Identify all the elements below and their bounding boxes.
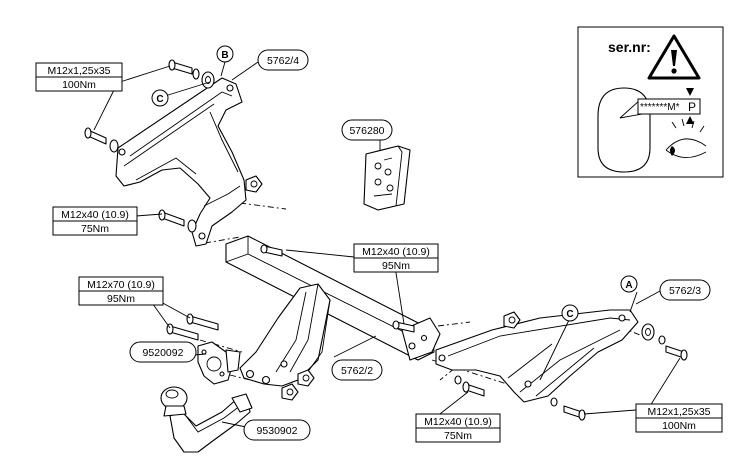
bolt-spec: M12x1,25x35 bbox=[647, 406, 710, 418]
eye-icon bbox=[665, 118, 707, 158]
bolt-torque: 75Nm bbox=[444, 430, 472, 442]
bolt-crossbar-right bbox=[392, 320, 415, 333]
bolt-spec: M12x40 (10.9) bbox=[362, 246, 430, 258]
nut-left-bracket bbox=[245, 175, 263, 193]
bolt-torque: 100Nm bbox=[62, 79, 96, 91]
bolt-label-top-left: M12x1,25x35 100Nm bbox=[35, 62, 123, 92]
bolt-label-bottom: M12x40 (10.9) 75Nm bbox=[415, 413, 501, 443]
bolt-label-mid-left: M12x40 (10.9) 75Nm bbox=[52, 206, 138, 236]
bolt-spec: M12x70 (10.9) bbox=[87, 279, 155, 291]
fasteners bbox=[84, 59, 688, 421]
bolt-label-right: M12x1,25x35 100Nm bbox=[635, 403, 723, 433]
svg-text:9520092: 9520092 bbox=[143, 347, 184, 359]
part-number-socket-plate: 9520092 bbox=[129, 341, 197, 363]
part-number-bracket-left: 5762/4 bbox=[257, 49, 309, 71]
arrow-up-icon bbox=[686, 116, 694, 124]
nuts-hitch bbox=[281, 369, 315, 401]
left-bracket bbox=[115, 77, 247, 247]
bolt-torque: 95Nm bbox=[382, 260, 410, 272]
serial-letter: P bbox=[688, 100, 696, 114]
svg-text:5762/4: 5762/4 bbox=[267, 55, 299, 67]
svg-text:5762/2: 5762/2 bbox=[341, 365, 373, 377]
bolt-right-top bbox=[641, 323, 688, 361]
part-number-crossbar: 5762/2 bbox=[331, 359, 383, 381]
svg-text:C: C bbox=[156, 94, 163, 105]
socket-plate bbox=[197, 341, 241, 385]
part-number-kit-bag: 576280 bbox=[341, 119, 393, 141]
bolt-label-center: M12x40 (10.9) 95Nm bbox=[353, 243, 439, 273]
serial-code-text: *******M* bbox=[640, 102, 680, 113]
svg-text:A: A bbox=[625, 280, 632, 291]
bolt-bottom bbox=[454, 375, 485, 397]
part-number-tow-ball: 9530902 bbox=[243, 419, 311, 441]
bolt-mid-left bbox=[158, 209, 197, 233]
bolt-spec: M12x40 (10.9) bbox=[61, 209, 129, 221]
bolt-upper-left-short bbox=[84, 127, 119, 153]
svg-text:576280: 576280 bbox=[349, 125, 384, 137]
tow-ball-neck bbox=[160, 386, 253, 453]
part-number-bracket-right: 5762/3 bbox=[659, 279, 711, 301]
right-bracket bbox=[435, 309, 639, 403]
marker-b: B bbox=[216, 45, 234, 63]
bolt-label-low-left: M12x70 (10.9) 95Nm bbox=[78, 276, 164, 306]
svg-text:C: C bbox=[566, 309, 573, 320]
bolt-right bbox=[550, 397, 586, 421]
arrow-down-icon bbox=[686, 88, 694, 96]
svg-text:B: B bbox=[221, 50, 228, 61]
marker-c-left: C bbox=[151, 89, 169, 107]
bolt-crossbar-left bbox=[260, 244, 283, 257]
bolt-torque: 100Nm bbox=[662, 420, 696, 432]
bolts-m12x70 bbox=[166, 313, 219, 341]
svg-text:5762/3: 5762/3 bbox=[669, 285, 701, 297]
bolt-torque: 95Nm bbox=[107, 293, 135, 305]
serial-number-panel: ser.nr: *******M* P bbox=[577, 26, 724, 178]
kit-bag bbox=[363, 145, 411, 211]
marker-c-right: C bbox=[561, 304, 579, 322]
kit-bag-contents bbox=[373, 157, 394, 197]
bolt-torque: 75Nm bbox=[81, 223, 109, 235]
bolt-spec: M12x1,25x35 bbox=[47, 65, 110, 77]
bolt-top-left bbox=[168, 59, 215, 89]
marker-a: A bbox=[620, 275, 638, 293]
serial-title: ser.nr: bbox=[608, 39, 651, 55]
svg-text:9530902: 9530902 bbox=[257, 425, 298, 437]
nut-right-bracket bbox=[503, 311, 521, 329]
bolt-spec: M12x40 (10.9) bbox=[424, 416, 492, 428]
warning-triangle-icon bbox=[647, 34, 701, 80]
